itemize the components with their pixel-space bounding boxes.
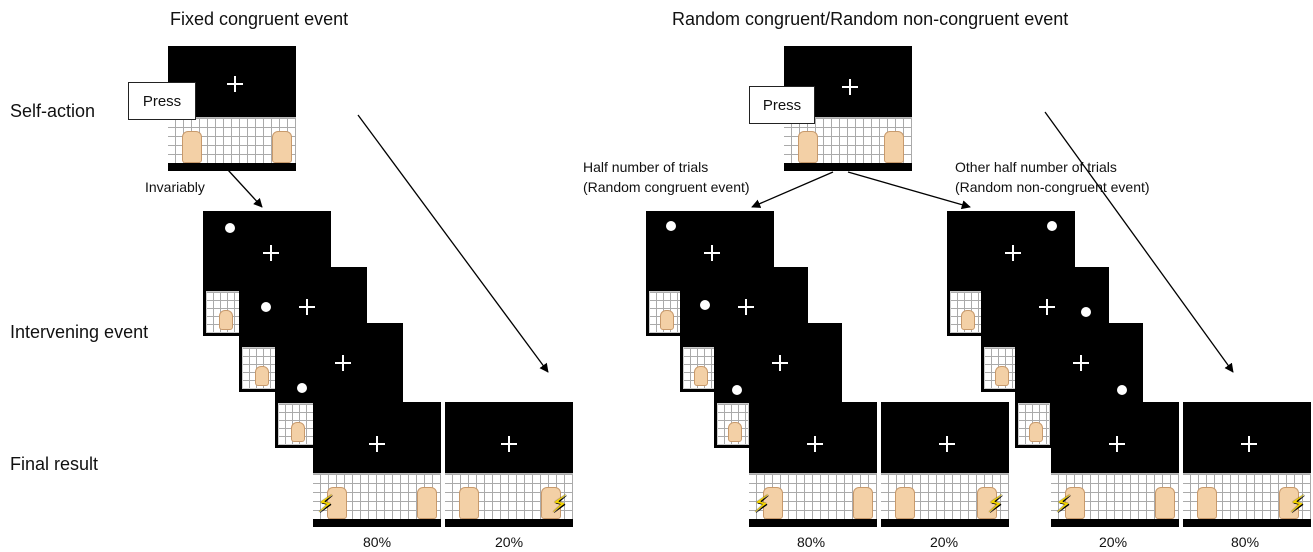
- cross-icon: [704, 245, 720, 261]
- percentage-label: 20%: [930, 534, 959, 550]
- left-panel-title: Fixed congruent event: [170, 9, 349, 29]
- arrow-left-final: [357, 114, 549, 373]
- dot-icon: [732, 385, 742, 395]
- final-screen-congruent-80: ⚡: [749, 402, 877, 527]
- press-callout-right: Press: [749, 86, 815, 124]
- cross-icon: [299, 299, 315, 315]
- hand-icon: [728, 422, 742, 442]
- keyboard-icon: [683, 347, 715, 389]
- cross-icon: [335, 355, 351, 371]
- cross-icon: [842, 79, 858, 95]
- press-callout-left: Press: [128, 82, 196, 120]
- hand-icon: [182, 131, 202, 163]
- cross-icon: [939, 436, 955, 452]
- percentage-label: 20%: [495, 534, 524, 550]
- lightning-icon: ⚡: [1289, 491, 1306, 518]
- arrow-right-final: [1044, 111, 1234, 373]
- lightning-icon: ⚡: [317, 491, 334, 518]
- cross-icon: [738, 299, 754, 315]
- hand-icon: [291, 422, 305, 442]
- press-callout-text: Press: [142, 92, 182, 110]
- final-screen-non-congruent-80: ⚡: [1183, 402, 1311, 527]
- lightning-icon: ⚡: [551, 491, 568, 518]
- cross-icon: [227, 76, 243, 92]
- keyboard-icon: [950, 291, 982, 333]
- right-panel-title: Random congruent/Random non-congruent ev…: [672, 9, 1069, 29]
- hand-icon: [853, 487, 873, 519]
- lightning-icon: ⚡: [753, 491, 770, 518]
- hand-icon: [219, 310, 233, 330]
- keyboard-icon: [717, 403, 749, 445]
- hand-icon: [1029, 422, 1043, 442]
- dot-icon: [666, 221, 676, 231]
- dot-icon: [1117, 385, 1127, 395]
- percentage-label: 20%: [1099, 534, 1128, 550]
- branch-label-other: Other half number of trials: [955, 159, 1117, 175]
- dot-icon: [1047, 221, 1057, 231]
- branch-label-other-sub: (Random non-congruent event): [955, 179, 1150, 195]
- row-label-intervening: Intervening event: [10, 322, 149, 342]
- hand-icon: [884, 131, 904, 163]
- row-label-self-action: Self-action: [10, 101, 96, 121]
- cross-icon: [1241, 436, 1257, 452]
- percentage-label: 80%: [363, 534, 392, 550]
- hand-icon: [1197, 487, 1217, 519]
- hand-icon: [895, 487, 915, 519]
- hand-icon: [459, 487, 479, 519]
- hand-icon: [977, 487, 997, 519]
- invariably-label: Invariably: [145, 179, 205, 195]
- hand-icon: [1065, 487, 1085, 519]
- self-action-screen-right: [784, 46, 912, 171]
- hand-icon: [961, 310, 975, 330]
- cross-icon: [263, 245, 279, 261]
- branch-label-half-sub: (Random congruent event): [583, 179, 750, 195]
- final-screen-non-congruent-20: ⚡: [1051, 402, 1179, 527]
- branch-label-half: Half number of trials: [583, 159, 709, 175]
- press-callout-text: Press: [762, 96, 802, 114]
- hand-icon: [327, 487, 347, 519]
- final-screen-left-20: ⚡: [445, 402, 573, 527]
- dot-icon: [700, 300, 710, 310]
- hand-icon: [1279, 487, 1299, 519]
- dot-icon: [1081, 307, 1091, 317]
- hand-icon: [541, 487, 561, 519]
- cross-icon: [1073, 355, 1089, 371]
- keyboard-icon: [984, 347, 1016, 389]
- arrow-half-branch: [751, 171, 834, 208]
- percentage-label: 80%: [1231, 534, 1260, 550]
- keyboard-icon: [1018, 403, 1050, 445]
- cross-icon: [772, 355, 788, 371]
- dot-icon: [225, 223, 235, 233]
- final-screen-left-80: ⚡: [313, 402, 441, 527]
- keyboard-icon: [206, 291, 242, 333]
- arrow-other-branch: [847, 171, 971, 210]
- hand-icon: [272, 131, 292, 163]
- keyboard-icon: [278, 403, 314, 445]
- arrow-invariably: [227, 169, 263, 208]
- row-label-final: Final result: [10, 454, 99, 474]
- dot-icon: [261, 302, 271, 312]
- cross-icon: [1039, 299, 1055, 315]
- keyboard-icon: [242, 347, 278, 389]
- final-screen-congruent-20: ⚡: [881, 402, 1009, 527]
- cross-icon: [501, 436, 517, 452]
- hand-icon: [763, 487, 783, 519]
- cross-icon: [1005, 245, 1021, 261]
- hand-icon: [417, 487, 437, 519]
- cross-icon: [1109, 436, 1125, 452]
- cross-icon: [369, 436, 385, 452]
- dot-icon: [297, 383, 307, 393]
- cross-icon: [807, 436, 823, 452]
- hand-icon: [255, 366, 269, 386]
- hand-icon: [995, 366, 1009, 386]
- hand-icon: [660, 310, 674, 330]
- hand-icon: [694, 366, 708, 386]
- lightning-icon: ⚡: [1055, 491, 1072, 518]
- lightning-icon: ⚡: [987, 491, 1004, 518]
- keyboard-icon: [649, 291, 681, 333]
- percentage-label: 80%: [797, 534, 826, 550]
- hand-icon: [1155, 487, 1175, 519]
- hand-icon: [798, 131, 818, 163]
